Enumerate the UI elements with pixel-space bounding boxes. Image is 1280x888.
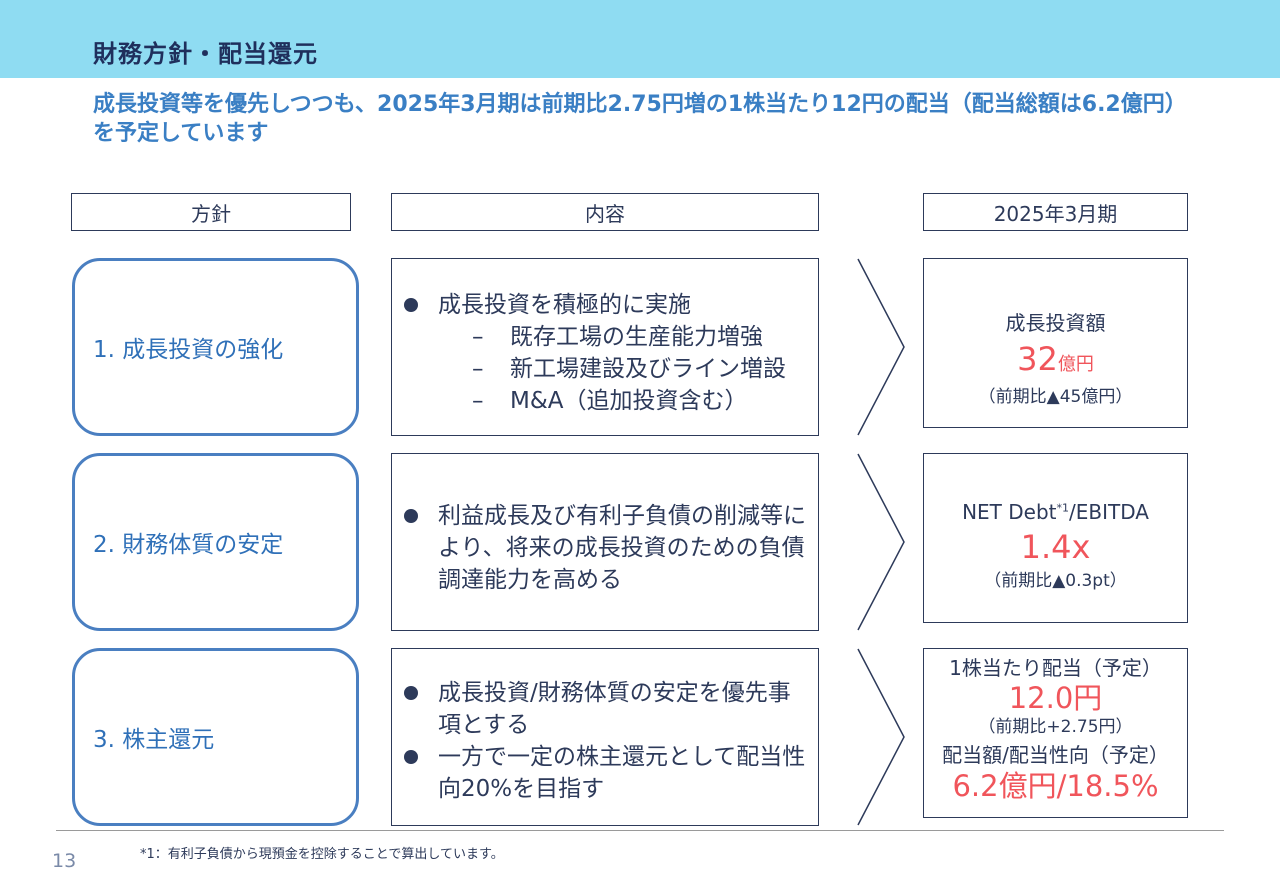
content-box-3: 成長投資/財務体質の安定を優先事項とする 一方で一定の株主還元として配当性向20… [391, 648, 819, 826]
sub-item-text: 既存工場の生産能力増強 [510, 324, 763, 350]
chevron-right-icon [857, 648, 905, 826]
bullet-dot-icon [404, 298, 418, 312]
dash-icon: – [472, 356, 484, 382]
sub-item: – 既存工場の生産能力増強 [404, 321, 818, 353]
page-number: 13 [52, 850, 77, 872]
bullet-item: 利益成長及び有利子負債の削減等により、将来の成長投資のための負債調達能力を高める [404, 500, 806, 596]
dash-icon: – [472, 324, 484, 350]
column-header-policy: 方針 [71, 193, 351, 231]
result-value-2: 6.2億円/18.5% [952, 769, 1159, 803]
result-box-3: 1株当たり配当（予定） 12.0円 （前期比+2.75円） 配当額/配当性向（予… [923, 648, 1188, 818]
sub-item-text: 新工場建設及びライン増設 [510, 356, 786, 382]
policy-label: 3. 株主還元 [93, 727, 215, 753]
result-label: 1株当たり配当（予定） [949, 656, 1162, 680]
footer-divider [56, 830, 1224, 831]
sub-item: – 新工場建設及びライン増設 [404, 353, 818, 385]
result-value: 32億円 [924, 342, 1187, 382]
column-header-period: 2025年3月期 [923, 193, 1188, 231]
header-band [0, 0, 1280, 78]
result-value: 1.4x [1020, 528, 1091, 566]
result-note: （前期比+2.75円） [978, 717, 1133, 737]
bullet-item: 成長投資/財務体質の安定を優先事項とする [404, 677, 806, 741]
dash-icon: – [472, 388, 484, 414]
result-value-unit: 億円 [1057, 354, 1094, 375]
result-label-pre: NET Debt [962, 500, 1057, 524]
result-label: 成長投資額 [1005, 311, 1106, 335]
result-label-post: /EBITDA [1068, 500, 1149, 524]
bullet-text: 成長投資を積極的に実施 [438, 292, 691, 318]
bullet-dot-icon [404, 509, 418, 523]
bullet-item: 成長投資を積極的に実施 [404, 289, 818, 321]
page-subtitle: 成長投資等を優先しつつも、2025年3月期は前期比2.75円増の1株当たり12円… [93, 92, 1187, 146]
policy-box-2: 2. 財務体質の安定 [72, 453, 359, 631]
column-header-content: 内容 [391, 193, 819, 231]
policy-label: 1. 成長投資の強化 [93, 337, 284, 363]
content-box-2: 利益成長及び有利子負債の削減等により、将来の成長投資のための負債調達能力を高める [391, 453, 819, 631]
result-value: 12.0円 [1008, 681, 1103, 715]
result-box-1: 成長投資額 32億円 （前期比▲45億円） [923, 258, 1188, 428]
sub-item: – M&A（追加投資含む） [404, 385, 818, 417]
result-label-2: 配当額/配当性向（予定） [942, 743, 1169, 767]
policy-label: 2. 財務体質の安定 [93, 532, 284, 558]
content-box-1: 成長投資を積極的に実施 – 既存工場の生産能力増強 – 新工場建設及びライン増設… [391, 258, 819, 436]
chevron-right-icon [857, 453, 905, 631]
result-value-number: 32 [1017, 340, 1058, 378]
result-note: （前期比▲45億円） [978, 387, 1133, 407]
bullet-text: 成長投資/財務体質の安定を優先事項とする [438, 680, 791, 738]
result-box-2: NET Debt*1/EBITDA 1.4x （前期比▲0.3pt） [923, 453, 1188, 623]
chevron-right-icon [857, 258, 905, 436]
policy-box-1: 1. 成長投資の強化 [72, 258, 359, 436]
page-title: 財務方針・配当還元 [93, 40, 318, 68]
bullet-text: 一方で一定の株主還元として配当性向20%を目指す [438, 744, 806, 802]
result-label: NET Debt*1/EBITDA [924, 500, 1187, 524]
policy-box-3: 3. 株主還元 [72, 648, 359, 826]
bullet-dot-icon [404, 686, 418, 700]
result-note: （前期比▲0.3pt） [984, 571, 1127, 591]
bullet-text: 利益成長及び有利子負債の削減等により、将来の成長投資のための負債調達能力を高める [438, 503, 806, 593]
footnote-marker: *1 [1056, 501, 1069, 515]
bullet-dot-icon [404, 750, 418, 764]
footnote: *1：有利子負債から現預金を控除することで算出しています。 [140, 847, 504, 862]
sub-item-text: M&A（追加投資含む） [510, 388, 748, 414]
bullet-item: 一方で一定の株主還元として配当性向20%を目指す [404, 741, 806, 805]
